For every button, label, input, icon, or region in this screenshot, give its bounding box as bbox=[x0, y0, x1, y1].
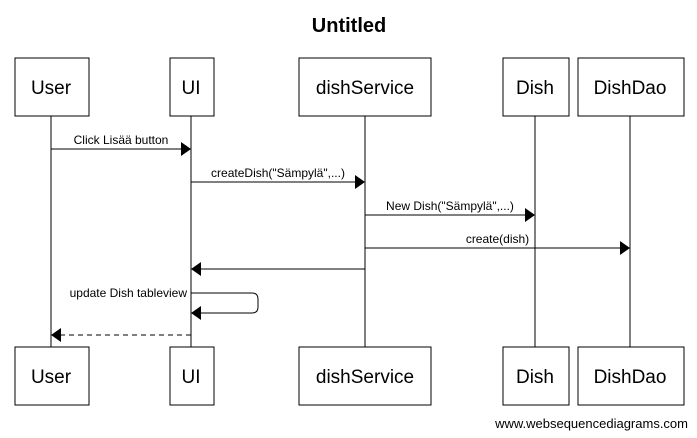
participant-box bbox=[298, 346, 432, 406]
participant-label: User bbox=[31, 367, 72, 388]
participant-dish-dao-top: DishDao bbox=[577, 57, 685, 117]
participant-user-top: User bbox=[14, 57, 90, 117]
participant-dish-service-top: dishService bbox=[298, 57, 432, 117]
message-label: New Dish("Sämpylä",...) bbox=[386, 199, 514, 213]
message-label: createDish("Sämpylä",...) bbox=[211, 166, 345, 180]
message-label: update Dish tableview bbox=[70, 286, 188, 300]
message-4: create(dish) bbox=[365, 232, 630, 255]
message-6: update Dish tableview bbox=[70, 286, 259, 320]
participant-user-bottom: User bbox=[14, 346, 90, 406]
participant-box bbox=[169, 57, 215, 117]
arrow-head bbox=[355, 175, 365, 189]
participant-label: DishDao bbox=[594, 367, 667, 388]
arrow-head bbox=[620, 241, 630, 255]
message-label: Click Lisää button bbox=[74, 133, 169, 147]
participant-dish-bottom: Dish bbox=[502, 346, 570, 406]
lifelines bbox=[50, 116, 631, 347]
participant-box bbox=[502, 57, 570, 117]
participant-box bbox=[14, 346, 90, 406]
participant-box bbox=[577, 57, 685, 117]
participant-dish-dao-bottom: DishDao bbox=[577, 346, 685, 406]
participant-ui-bottom: UI bbox=[169, 346, 215, 406]
arrow-head bbox=[181, 142, 191, 156]
diagram-title: Untitled bbox=[312, 15, 386, 37]
participant-box bbox=[14, 57, 90, 117]
credit-text: www.websequencediagrams.com bbox=[494, 416, 688, 431]
arrow-head bbox=[51, 328, 61, 342]
message-1: Click Lisää button bbox=[51, 133, 191, 156]
participants-bottom: User UI dishService Dish DishDao bbox=[14, 346, 685, 406]
participant-ui-top: UI bbox=[169, 57, 215, 117]
participant-box bbox=[502, 346, 570, 406]
message-3: New Dish("Sämpylä",...) bbox=[365, 199, 535, 222]
message-line bbox=[191, 292, 259, 314]
message-label: create(dish) bbox=[466, 232, 529, 246]
participant-box bbox=[169, 346, 215, 406]
message-2: createDish("Sämpylä",...) bbox=[191, 166, 365, 189]
message-7 bbox=[51, 328, 191, 342]
participant-dish-service-bottom: dishService bbox=[298, 346, 432, 406]
participant-label: dishService bbox=[316, 367, 414, 388]
participant-label: dishService bbox=[316, 78, 414, 99]
participant-label: Dish bbox=[516, 367, 554, 388]
arrow-head bbox=[525, 208, 535, 222]
participant-label: User bbox=[31, 78, 72, 99]
participant-box bbox=[298, 57, 432, 117]
message-5 bbox=[191, 262, 365, 276]
arrow-head bbox=[191, 262, 201, 276]
participant-box bbox=[577, 346, 685, 406]
participant-label: Dish bbox=[516, 78, 554, 99]
arrow-head bbox=[191, 306, 201, 320]
participant-label: UI bbox=[182, 367, 201, 388]
participant-label: DishDao bbox=[594, 78, 667, 99]
messages: Click Lisää button createDish("Sämpylä",.… bbox=[51, 133, 630, 342]
participant-label: UI bbox=[182, 78, 201, 99]
participant-dish-top: Dish bbox=[502, 57, 570, 117]
participants-top: User UI dishService Dish DishDao bbox=[14, 57, 685, 117]
